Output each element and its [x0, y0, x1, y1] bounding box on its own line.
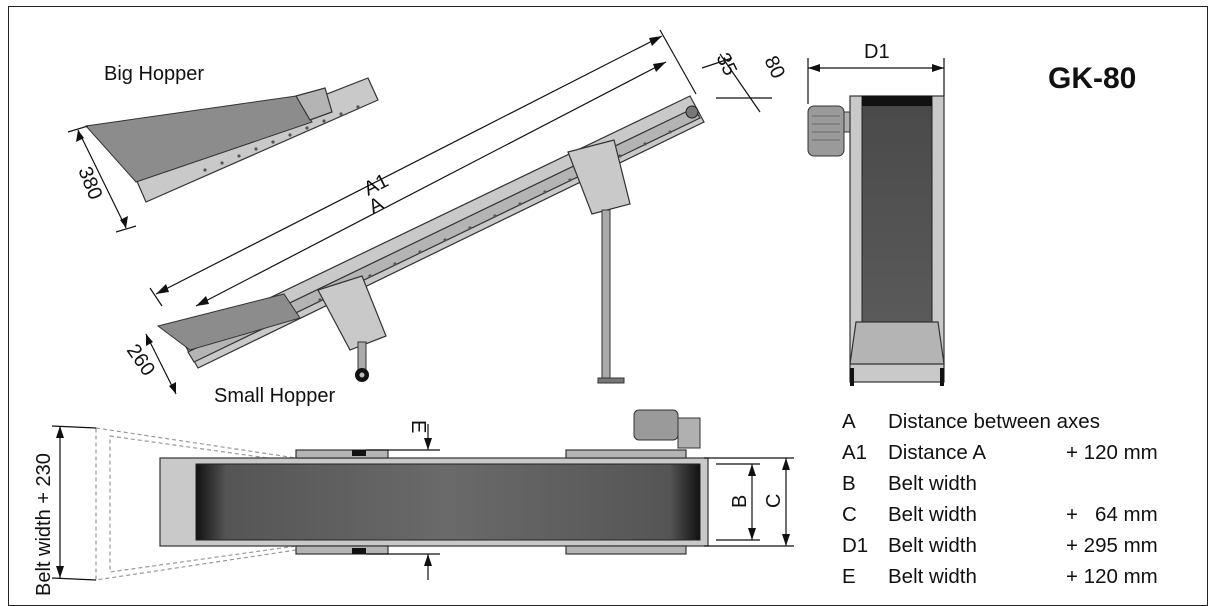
front-view-drawing [807, 58, 945, 386]
dim-c-label: C [763, 494, 785, 508]
legend-desc: Belt width [888, 503, 977, 526]
dim-380-label: 380 [73, 164, 106, 203]
legend-key: A1 [842, 441, 867, 464]
small-hopper-label: Small Hopper [214, 385, 336, 407]
legend-desc: Belt width [888, 534, 977, 557]
legend-row: A Distance between axes [842, 410, 1100, 433]
legend-value: + 64 mm [1066, 503, 1158, 526]
page-title: GK-80 [1048, 62, 1136, 95]
legend-value: + 120 mm [1066, 441, 1158, 464]
legend-key: A [842, 410, 856, 433]
dim-e-label: E [407, 420, 429, 433]
legend: A Distance between axes A1 Distance A + … [842, 410, 1158, 588]
legend-row: A1 Distance A + 120 mm [842, 441, 1158, 464]
dim-80-label: 80 [760, 53, 790, 83]
legend-desc: Belt width [888, 565, 977, 588]
legend-key: E [842, 565, 856, 588]
legend-value: + 295 mm [1066, 534, 1158, 557]
big-hopper-label: Big Hopper [104, 63, 204, 85]
big-hopper-drawing [67, 77, 379, 233]
legend-key: B [842, 472, 856, 495]
legend-row: B Belt width [842, 472, 977, 495]
dim-b-label: B [729, 495, 751, 508]
legend-desc: Belt width [888, 472, 977, 495]
legend-row: D1 Belt width + 295 mm [842, 534, 1158, 557]
dim-a-lines [149, 29, 772, 307]
dim-a-label: A [365, 192, 387, 218]
legend-row: E Belt width + 120 mm [842, 565, 1158, 588]
legend-key: C [842, 503, 857, 526]
dim-d1-label: D1 [864, 41, 890, 63]
inclined-conveyor-drawing [156, 95, 705, 384]
legend-row: C Belt width + 64 mm [842, 503, 1158, 526]
legend-value: + 120 mm [1066, 565, 1158, 588]
legend-key: D1 [842, 534, 868, 557]
legend-desc: Distance between axes [888, 410, 1100, 433]
top-view-drawing [51, 409, 794, 581]
dim-260-label: 260 [122, 340, 159, 380]
legend-desc: Distance A [888, 441, 986, 464]
dim-35-label: 35 [712, 50, 742, 80]
dim-belt-width-230-label: Belt width + 230 [33, 453, 55, 596]
